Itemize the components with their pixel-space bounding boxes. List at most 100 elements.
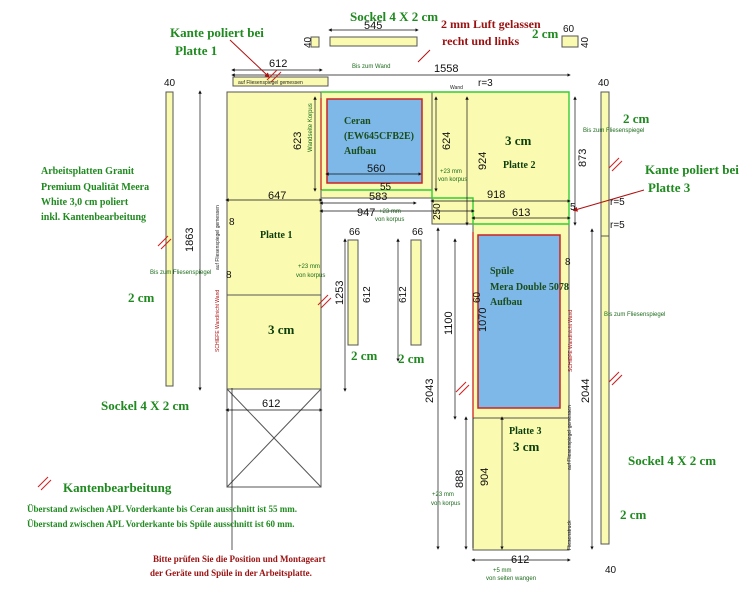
korpus-d: +23 mm (432, 492, 454, 498)
radius-r5-b: r=5 (610, 220, 625, 231)
platte2-label: Platte 2 (503, 160, 536, 171)
two-cm-small1: 2 cm (351, 348, 378, 363)
korpus-a2: von korpus (375, 217, 404, 223)
ceran-cutout (326, 98, 423, 184)
korpus-c: +23 mm (298, 264, 320, 270)
edge-hatch-marks (37, 69, 623, 491)
dim-904: 904 (479, 468, 491, 486)
dim-624: 624 (441, 132, 453, 150)
dim-612-base: 612 (262, 398, 280, 410)
wangen-label: Wandseite Korpus (308, 103, 314, 152)
korpus-b2: von korpus (438, 177, 467, 183)
dim-40-left-top: 40 (164, 78, 176, 89)
dim-947: 947 (357, 207, 375, 219)
dim-612-a: 612 (362, 286, 373, 303)
legend-line1: Überstand zwischen APL Vorderkante bis C… (27, 504, 297, 514)
dim-623: 623 (292, 132, 304, 150)
sockel-strip-a (347, 239, 359, 346)
dim-8-c: 8 (565, 257, 571, 268)
arrow-luft (417, 49, 431, 63)
spec-line4: inkl. Kantenbearbeitung (41, 212, 146, 223)
dim-873: 873 (577, 149, 589, 167)
luft-line1: 2 mm Luft gelassen (441, 17, 541, 31)
sockel-left-label: Sockel 4 X 2 cm (101, 398, 189, 413)
dim-60: 60 (563, 24, 575, 35)
sockel-top-strip (329, 36, 418, 47)
dim-40-right-top: 40 (580, 36, 591, 48)
korpus-a: +23 mm (379, 209, 401, 215)
sockel-strip-b (410, 239, 422, 346)
wand-small: Wand (450, 85, 463, 91)
platte-2-lower (431, 91, 570, 225)
bis-zum-fliesenspiegel-mid: Bis zum Fliesenspiegel (604, 312, 665, 318)
dim-250: 250 (432, 203, 443, 220)
dim-2044: 2044 (580, 379, 592, 403)
two-cm-small2: 2 cm (398, 351, 425, 366)
dim-583: 583 (369, 191, 387, 203)
base-cabinet-cross-b (226, 388, 322, 488)
dim-612-b: 612 (398, 286, 409, 303)
fliesenspiegel-vert-right: auf Fliesenspiegel gemessen (567, 405, 573, 470)
two-cm-top: 2 cm (532, 26, 559, 41)
dim-545: 545 (364, 20, 382, 32)
dim-66-b: 66 (412, 227, 424, 238)
korpus-e2: von seiten wangen (486, 576, 536, 582)
dim-560: 560 (367, 163, 385, 175)
ceran-line3: Aufbau (344, 146, 377, 157)
note-line1: Bitte prüfen Sie die Position und Montag… (153, 554, 326, 564)
dim-66-a: 66 (349, 227, 361, 238)
sink-line2: Mera Double 5078 (490, 282, 569, 293)
dim-8-a: 8 (229, 217, 235, 228)
ceran-line1: Ceran (344, 116, 371, 127)
dim-40-bottom: 40 (605, 565, 617, 576)
sockel-bottom-right (600, 235, 610, 545)
dim-647: 647 (268, 190, 286, 202)
platte3-thick: 3 cm (513, 439, 540, 454)
arrow-kante-platte3 (572, 189, 645, 212)
dim-55: 55 (380, 182, 392, 193)
platte1-thick: 3 cm (268, 322, 295, 337)
sockel-left-strip (165, 91, 174, 387)
sink-cutout (477, 234, 561, 409)
fliesenspiegel-top-small: auf Fliesenspiegel gemessen (238, 80, 303, 86)
dim-1558: 1558 (434, 63, 458, 75)
spec-line1: Arbeitsplatten Granit (41, 166, 135, 177)
sockel-top-label: Sockel 4 X 2 cm (350, 9, 438, 24)
two-cm-left: 2 cm (128, 290, 155, 305)
two-cm-right: 2 cm (623, 111, 650, 126)
platte2-thick: 3 cm (505, 133, 532, 148)
kante-platte1-line1: Kante poliert bei (170, 25, 264, 40)
korpus-b: +23 mm (440, 169, 462, 175)
luft-line2: recht und links (442, 34, 519, 48)
bis-zum-fliesenspiegel-right: Bis zum Fliesenspiegel (583, 128, 644, 134)
dimension-lines (198, 28, 594, 562)
radius-r5-a: r=5 (610, 197, 625, 208)
legend-line2: Überstand zwischen APL Vorderkante bis S… (27, 519, 295, 529)
spec-line3: White 3,0 cm poliert (41, 197, 129, 208)
ceran-line2: (EW645CFB2E) (344, 131, 414, 142)
arrow-kante-platte1 (229, 39, 270, 78)
fliesenspiegel-vert-left: auf Fliesenspiegel gemessen (215, 205, 221, 270)
kante-platte3-line1: Kante poliert bei (645, 162, 739, 177)
kante-platte3-line2: Platte 3 (648, 180, 691, 195)
platte1-label: Platte 1 (260, 230, 293, 241)
kante-platte1-line2: Platte 1 (175, 43, 217, 58)
bis-zum-wand: Bis zum Wand (352, 64, 390, 70)
small-top-left-box (310, 36, 320, 48)
dim-924: 924 (477, 152, 489, 170)
two-cm-bottom-right: 2 cm (620, 507, 647, 522)
sockel-right-label: Sockel 4 X 2 cm (628, 453, 716, 468)
dim-1100: 1100 (443, 311, 455, 335)
korpus-e: +5 mm (493, 568, 512, 574)
dim-60-mid: 60 (472, 291, 483, 303)
korpus-c2: von korpus (296, 273, 325, 279)
dim-918: 918 (487, 189, 505, 201)
dim-1070: 1070 (477, 308, 489, 332)
korpus-d2: von korpus (431, 501, 460, 507)
sink-line3: Aufbau (490, 297, 523, 308)
dim-40-top: 40 (303, 36, 314, 48)
schiefe-wand-right: SCHIEFE Wand/nicht Wand (568, 310, 574, 372)
dim-2043: 2043 (424, 379, 436, 403)
radius-top: r=3 (478, 78, 493, 89)
